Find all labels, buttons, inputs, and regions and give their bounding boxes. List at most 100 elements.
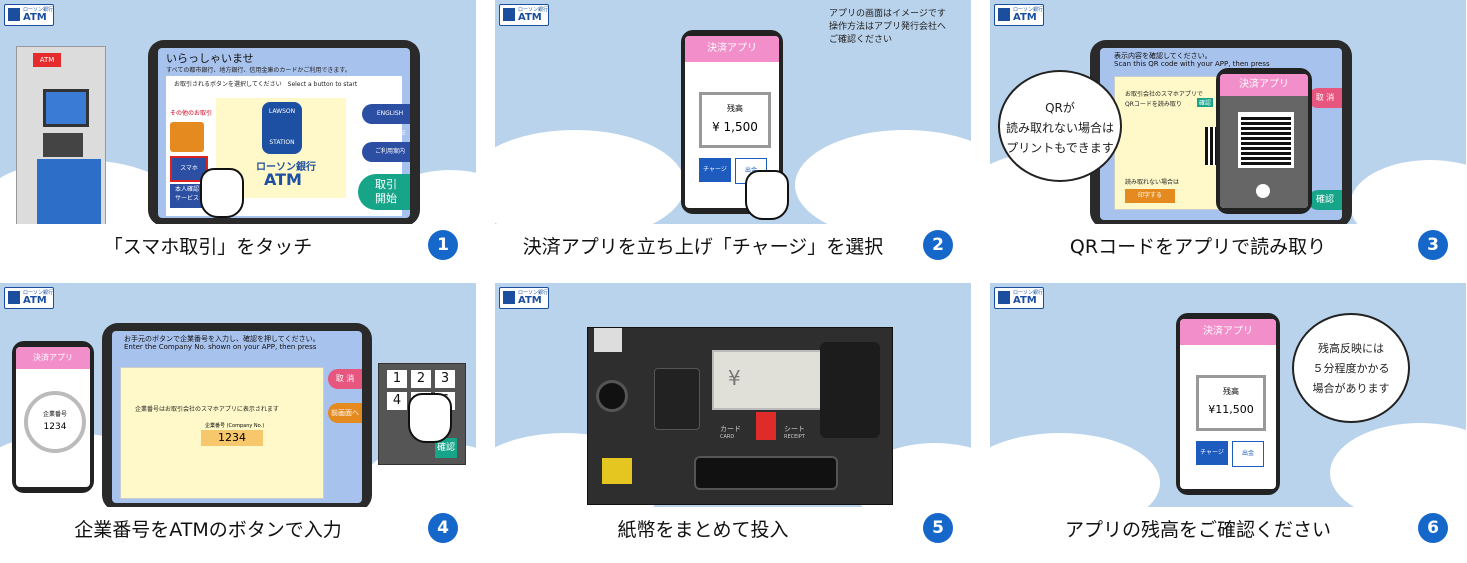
bank-logo-icon [503, 8, 515, 21]
app-title: 決済アプリ [685, 36, 779, 62]
box-line-2: QRコードを読み取り [1125, 101, 1182, 108]
logo-line-1: LAWSON [268, 108, 296, 115]
panel-3: ローソン銀行 ATM 表示内容を確認してください。 Scan this QR c… [990, 0, 1466, 268]
step-number-6: 6 [1418, 513, 1448, 543]
bank-logo-icon [998, 291, 1010, 304]
orange-service-button[interactable] [170, 122, 204, 152]
bank-logo-icon [998, 8, 1010, 21]
confirm-tag: 確認 [1197, 98, 1214, 107]
pointing-hand-icon [745, 170, 789, 220]
balance-box: 残高 ¥ 1,500 [699, 92, 771, 148]
app-title: 決済アプリ [1180, 319, 1276, 345]
company-number-field[interactable]: 1234 [201, 430, 263, 446]
receipt-label: シート [784, 425, 805, 433]
atm-screen-tablet: お手元のボタンで企業番号を入力し、確認を押してください。 Enter the C… [102, 323, 372, 511]
atm-brand-badge: ローソン銀行 ATM [994, 287, 1044, 309]
smartphone: 決済アプリ [1216, 68, 1312, 214]
bank-logo-icon [503, 291, 515, 304]
atm-brand-badge: ローソン銀行 ATM [4, 287, 54, 309]
key-1[interactable]: 1 [387, 370, 407, 388]
back-button[interactable]: 前画面へ [328, 403, 362, 423]
bill-insert-slot[interactable] [694, 456, 838, 490]
key-3[interactable]: 3 [435, 370, 455, 388]
brand-atm: ATM [518, 295, 542, 306]
company-box-text: 企業番号はお取引会社のスマホアプリに表示されます [135, 406, 279, 413]
screen-instruction-en: Scan this QR code with your APP, then pr… [1114, 60, 1270, 68]
step-number-3: 3 [1418, 230, 1448, 260]
atm-bill-slot-panel: ¥ カード CARD シート RECEIPT [587, 327, 893, 505]
brand-atm: ATM [1013, 12, 1037, 23]
key-2[interactable]: 2 [411, 370, 431, 388]
step-number-2: 2 [923, 230, 953, 260]
charge-button[interactable]: チャージ [699, 158, 731, 182]
cloud [795, 130, 971, 240]
card-label: カード [720, 425, 741, 433]
brand-atm: ATM [23, 295, 47, 306]
app-disclaimer-note: アプリの画面はイメージです 操作方法はアプリ発行会社へ ご確認ください [829, 9, 947, 45]
caption-bar: 「スマホ取引」をタッチ 1 [0, 224, 476, 268]
cancel-button[interactable]: 取 消 [1308, 88, 1342, 108]
brand-small: ローソン銀行 [23, 7, 54, 13]
print-button[interactable]: 印字する [1125, 189, 1175, 203]
logo-line-2: STATION [269, 139, 295, 146]
panel-4: ローソン銀行 ATM 決済アプリ 企業番号 1234 お手元のボタンで企業番号を… [0, 283, 476, 551]
brand-small: ローソン銀行 [518, 7, 549, 13]
phone-screen: 決済アプリ [1220, 74, 1308, 208]
company-number-label: 企業番号 [42, 411, 67, 418]
atm-top-logo: ATM [33, 53, 61, 67]
shutter-button[interactable] [1256, 184, 1270, 198]
balance-value: ¥ 1,500 [712, 120, 758, 134]
instruction-text: お取引されるボタンを選択してください Select a button to st… [174, 81, 358, 88]
usage-guide-button[interactable]: ご利用案内 [362, 142, 410, 162]
top-white-part [594, 328, 622, 352]
welcome-subtitle: すべての都市銀行、地方銀行、信用金庫のカードかご利用できます。 [166, 67, 351, 74]
cancel-button[interactable]: 取 消 [328, 369, 362, 389]
app-title: 決済アプリ [16, 347, 90, 369]
smartphone: 決済アプリ 企業番号 1234 [12, 341, 94, 493]
confirm-button[interactable]: 確認 [1308, 190, 1342, 210]
panel-6: ローソン銀行 ATM 決済アプリ 残高 ¥11,500 チャージ 出金 残高反映… [990, 283, 1466, 551]
caption-text: 企業番号をATMのボタンで入力 [74, 519, 342, 541]
insert-arrow-icon [756, 412, 776, 440]
speech-bubble: 残高反映には ５分程度かかる 場合があります [1292, 313, 1410, 423]
caption-text: 「スマホ取引」をタッチ [103, 236, 313, 258]
brand-atm: ATM [518, 12, 542, 23]
phone-screen: 決済アプリ 企業番号 1234 [16, 347, 90, 487]
english-guidance-button[interactable]: ENGLISH GUIDANCE [362, 104, 410, 137]
logo-bank: ローソン銀行 [256, 162, 316, 173]
screen-instruction: お手元のボタンで企業番号を入力し、確認を押してください。 [124, 335, 320, 343]
withdraw-button[interactable]: 出金 [1232, 441, 1264, 467]
caption-bar: 紙幣をまとめて投入 5 [495, 507, 971, 551]
bank-logo-icon [8, 291, 20, 304]
company-info-box: 企業番号はお取引会社のスマホアプリに表示されます 企業番号 (Company N… [120, 367, 324, 499]
cloud [495, 130, 685, 240]
camera-viewfinder [1220, 96, 1308, 208]
company-number-value: 1234 [43, 422, 67, 432]
pointing-hand-icon [200, 168, 244, 218]
start-transaction-button[interactable]: 取引 開始 [358, 174, 410, 210]
charge-button[interactable]: チャージ [1196, 441, 1228, 465]
brand-small: ローソン銀行 [1013, 290, 1044, 296]
balance-label: 残高 [727, 104, 743, 113]
atm-brand-badge: ローソン銀行 ATM [994, 4, 1044, 26]
step-number-5: 5 [923, 513, 953, 543]
app-title: 決済アプリ [1220, 74, 1308, 96]
panel-2: ローソン銀行 ATM アプリの画面はイメージです 操作方法はアプリ発行会社へ ご… [495, 0, 971, 268]
card-slot [654, 368, 700, 430]
brand-small: ローソン銀行 [23, 290, 54, 296]
card-label-en: CARD [720, 434, 735, 440]
cloud [1330, 423, 1466, 523]
unreadable-text: 読み取れない場合は [1125, 179, 1180, 186]
scanned-qr-icon [1238, 112, 1294, 168]
bill-symbol: ¥ [728, 366, 741, 390]
banknote-icon: ¥ [712, 350, 826, 410]
yellow-sticker [602, 458, 632, 484]
atm-machine-screen [43, 89, 89, 127]
identity-service-button[interactable]: 本人確認 サービス [170, 184, 204, 208]
screen-instruction: 表示内容を確認してください。 [1114, 52, 1212, 60]
instruction-box: お取引されるボタンを選択してください Select a button to st… [166, 76, 402, 216]
brand-small: ローソン銀行 [1013, 7, 1044, 13]
confirm-key[interactable]: 確認 [435, 438, 457, 458]
key-4[interactable]: 4 [387, 392, 407, 410]
pointing-hand-icon [408, 393, 452, 443]
